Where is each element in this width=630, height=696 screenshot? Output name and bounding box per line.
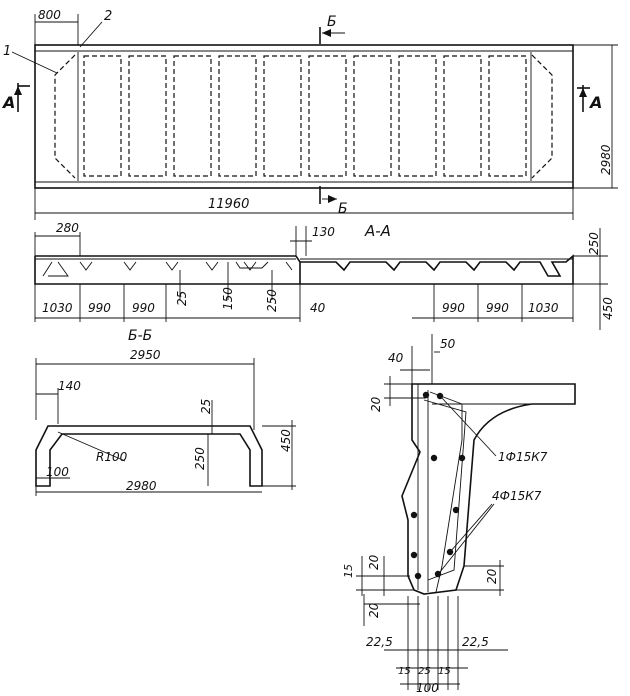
dim-800: 800 <box>38 8 61 22</box>
section-mark-a-right: А <box>577 85 602 112</box>
dim-990-3: 990 <box>442 301 465 315</box>
dim-140: 140 <box>58 379 81 393</box>
rebar-label-1: 1Ф15К7 <box>498 450 548 464</box>
dim-990-4: 990 <box>486 301 509 315</box>
plan-cells <box>83 55 527 177</box>
section-bb-profile <box>35 425 263 487</box>
dim-22-5-right: 22,5 <box>462 635 489 649</box>
dim-990-1: 990 <box>88 301 111 315</box>
dim-130: 130 <box>312 225 335 239</box>
callout-1: 1 <box>3 44 11 59</box>
dim-25-detail: 25 <box>418 666 431 677</box>
svg-text:Б: Б <box>338 201 348 217</box>
dim-250-bb: 250 <box>193 447 207 470</box>
dim-2950: 2950 <box>130 348 161 362</box>
rib-detail: 1Ф15К7 4Ф15К7 40 50 20 15 20 20 20 <box>342 334 576 695</box>
section-bb: Б-Б 2950 140 25 R100 250 450 100 2980 <box>35 328 296 496</box>
dim-20-left: 20 <box>367 554 381 570</box>
dim-250-mid: 250 <box>265 289 279 312</box>
dim-250-right: 250 <box>587 232 601 255</box>
dim-20-bottom: 20 <box>367 602 381 618</box>
dim-450-bb: 450 <box>279 429 293 452</box>
dim-25-bb: 25 <box>199 399 213 414</box>
end-panel-left <box>54 54 76 179</box>
section-mark-a-left: А <box>1 83 30 112</box>
section-aa-title: А-А <box>364 222 391 240</box>
callout-2: 2 <box>104 9 112 24</box>
section-mark-b-top: Б <box>319 14 345 44</box>
dim-22-5-left: 22,5 <box>366 635 393 649</box>
dim-15-detail: 15 <box>342 564 355 578</box>
end-panel-right <box>531 54 553 179</box>
dim-50-detail: 50 <box>440 337 456 351</box>
dim-r100: R100 <box>96 450 128 464</box>
dim-15-b: 15 <box>438 666 451 677</box>
dim-20-top: 20 <box>369 396 383 412</box>
dim-280: 280 <box>56 221 79 235</box>
dim-2980: 2980 <box>599 144 613 175</box>
dim-1030-right: 1030 <box>528 301 559 315</box>
section-aa-profile <box>34 254 574 285</box>
section-aa: А-А 280 130 250 450 1030 990 <box>34 221 615 330</box>
dim-1030-left: 1030 <box>42 301 73 315</box>
plan-outline <box>34 44 574 189</box>
dim-100: 100 <box>46 465 69 479</box>
rebar-label-4: 4Ф15К7 <box>492 489 542 503</box>
dim-2980-bb: 2980 <box>126 479 157 493</box>
svg-text:А: А <box>1 93 15 112</box>
svg-text:А: А <box>588 93 602 112</box>
svg-text:Б: Б <box>327 14 337 30</box>
dim-40-detail: 40 <box>388 351 404 365</box>
dim-40: 40 <box>310 301 326 315</box>
dim-11960: 11960 <box>208 197 249 212</box>
section-bb-title: Б-Б <box>128 328 152 344</box>
dim-450-right: 450 <box>601 297 615 320</box>
dim-15-a: 15 <box>398 666 411 677</box>
dim-20-right: 20 <box>485 568 499 584</box>
plan-view: 800 2 1 А А Б Б <box>1 8 618 220</box>
dim-990-2: 990 <box>132 301 155 315</box>
dim-25: 25 <box>175 291 189 306</box>
dim-100-detail: 100 <box>416 681 439 695</box>
section-mark-b-bottom: Б <box>319 186 348 217</box>
